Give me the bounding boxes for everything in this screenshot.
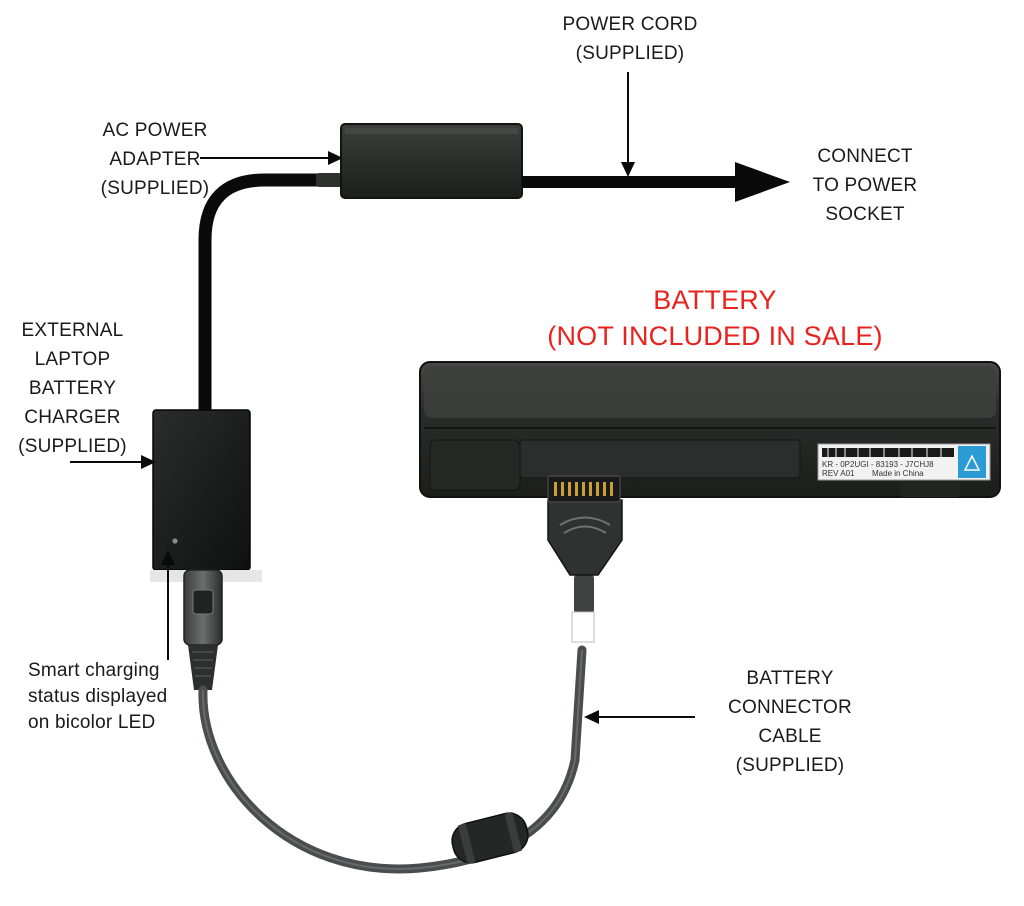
label-external-charger: EXTERNAL LAPTOP BATTERY CHARGER (SUPPLIE… (0, 316, 145, 461)
label-line: TO POWER (812, 175, 918, 196)
label-smart-charging: Smart charging status displayed on bicol… (28, 658, 198, 736)
label-line: (SUPPLIED) (18, 436, 127, 457)
label-battery-cable: BATTERY CONNECTOR CABLE (SUPPLIED) (700, 664, 880, 780)
sticker-rev: REV A01 (822, 469, 855, 478)
label-line: SOCKET (825, 204, 905, 225)
label-line: (SUPPLIED) (100, 178, 210, 199)
ac-power-adapter (340, 123, 523, 199)
label-connect-socket: CONNECT TO POWER SOCKET (790, 142, 940, 229)
label-line: POWER CORD (562, 14, 698, 35)
label-line: BATTERY (28, 378, 117, 399)
adapter-strain-relief (316, 173, 342, 187)
label-power-cord: POWER CORD (SUPPLIED) (545, 10, 715, 68)
label-line: CHARGER (24, 407, 121, 428)
led-indicator (172, 538, 178, 544)
label-line: CONNECTOR (728, 697, 852, 718)
sticker-made-in: Made in China (872, 469, 924, 478)
label-line: BATTERY (746, 668, 834, 689)
label-line: (NOT INCLUDED IN SALE) (547, 321, 883, 351)
label-line: EXTERNAL (21, 320, 124, 341)
socket-arrow-icon (735, 162, 790, 202)
battery-connector-plug (547, 499, 623, 576)
external-battery-charger (152, 409, 251, 571)
label-battery: BATTERY (NOT INCLUDED IN SALE) (520, 282, 910, 354)
label-line: on bicolor LED (28, 712, 156, 733)
label-line: LAPTOP (34, 349, 111, 370)
label-line: CABLE (758, 726, 822, 747)
label-line: BATTERY (653, 285, 777, 315)
label-line: (SUPPLIED) (575, 43, 685, 64)
label-line: (SUPPLIED) (735, 755, 845, 776)
laptop-battery: KR - 0P2UGI - 83193 - J7CHJ8 Made in Chi… (419, 361, 1001, 503)
arrow-icon (70, 72, 695, 724)
adapter-to-charger-cable (198, 173, 337, 419)
label-line: AC POWER (102, 120, 208, 141)
label-ac-adapter: AC POWER ADAPTER (SUPPLIED) (70, 116, 240, 203)
ferrite-bead (451, 811, 529, 865)
sticker-part-number: KR - 0P2UGI - 83193 - J7CHJ8 (822, 460, 934, 469)
recycle-icon (958, 446, 986, 478)
label-line: status displayed (28, 686, 168, 707)
label-line: ADAPTER (109, 149, 201, 170)
label-line: Smart charging (28, 660, 160, 681)
label-line: CONNECT (817, 146, 913, 167)
